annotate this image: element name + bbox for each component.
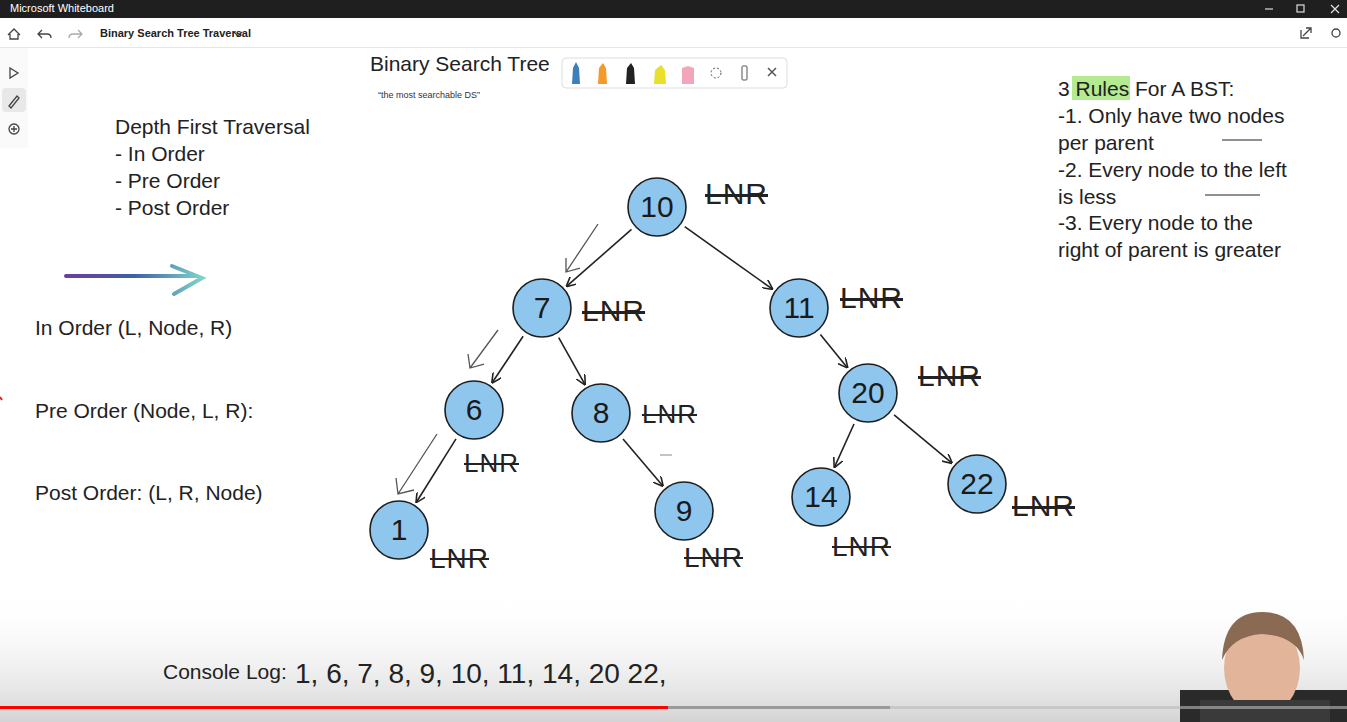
tree-edge <box>492 336 523 382</box>
tree-edge <box>559 338 585 385</box>
tree-edge <box>835 424 854 467</box>
rainbow-arrow <box>66 266 202 294</box>
traversal-rule: Pre Order (Node, L, R): <box>35 398 253 423</box>
traversal-rule: Post Order: (L, R, Node) <box>35 480 263 505</box>
handwritten-note: LNR <box>832 530 891 564</box>
tree-edge <box>567 229 632 286</box>
tree-node: 8 <box>571 383 631 443</box>
video-shade <box>0 590 1347 722</box>
tree-edge <box>820 334 847 367</box>
traversal-rule: In Order (L, Node, R) <box>35 315 232 340</box>
rule-text: -2. Every node to the left is less <box>1058 156 1298 210</box>
window-title: Microsoft Whiteboard <box>10 2 114 15</box>
handwritten-note: LNR <box>582 293 645 329</box>
heading-text: Depth First Traversal <box>115 114 310 139</box>
list-item: - Post Order <box>115 195 229 220</box>
subtitle-note: “the most searchable DS” <box>378 90 488 101</box>
tree-node: 14 <box>791 467 851 527</box>
tree-node: 9 <box>654 481 714 541</box>
node-value: 8 <box>571 383 631 443</box>
tree-node: 1 <box>369 500 429 560</box>
tree-edge <box>894 415 952 463</box>
handwritten-note: LNR <box>840 280 903 316</box>
node-value: 1 <box>369 500 429 560</box>
pen-palette <box>562 58 787 88</box>
list-item: - Pre Order <box>115 168 220 193</box>
list-item: - In Order <box>115 141 205 166</box>
tree-node: 6 <box>444 380 504 440</box>
title-bar <box>0 0 1347 18</box>
rules-heading: 3 Rules For A BST: <box>1058 76 1234 101</box>
node-value: 6 <box>444 380 504 440</box>
tree-node: 7 <box>512 278 572 338</box>
node-value: 7 <box>512 278 572 338</box>
rule-text: -1. Only have two nodes per parent <box>1058 102 1298 156</box>
tree-node: 11 <box>769 278 829 338</box>
rule-text: -3. Every node to the right of parent is… <box>1058 209 1288 263</box>
node-value: 10 <box>627 177 687 237</box>
node-value: 14 <box>791 467 851 527</box>
tree-node: 10 <box>627 177 687 237</box>
node-value: 11 <box>769 278 829 338</box>
node-value: 20 <box>838 363 898 423</box>
progress-track <box>0 706 1347 709</box>
handwritten-note: LNR <box>918 358 981 394</box>
handwritten-note: LNR <box>430 542 489 576</box>
handwritten-note: LNR <box>1012 488 1075 524</box>
progress-bar <box>0 706 668 709</box>
tree-node: 22 <box>947 454 1007 514</box>
board-name: Binary Search Tree Traversal <box>100 27 251 40</box>
handwritten-note: LNR <box>684 541 743 575</box>
console-output: 1, 6, 7, 8, 9, 10, 11, 14, 20 22, <box>295 657 667 691</box>
handwritten-note: LNR <box>464 448 519 479</box>
diagram-title: Binary Search Tree <box>370 51 550 76</box>
node-value: 22 <box>947 454 1007 514</box>
presenter <box>1180 612 1347 722</box>
tree-edge <box>685 227 772 289</box>
console-heading: Console Log: <box>163 659 287 684</box>
handwritten-note: LNR <box>642 399 697 430</box>
node-value: 9 <box>654 481 714 541</box>
traversal-arrows <box>396 224 598 494</box>
tree-edge <box>417 439 457 502</box>
handwritten-note: LNR <box>705 176 768 212</box>
tree-node: 20 <box>838 363 898 423</box>
tree-edge <box>623 439 663 486</box>
progress-buffer <box>668 706 890 709</box>
